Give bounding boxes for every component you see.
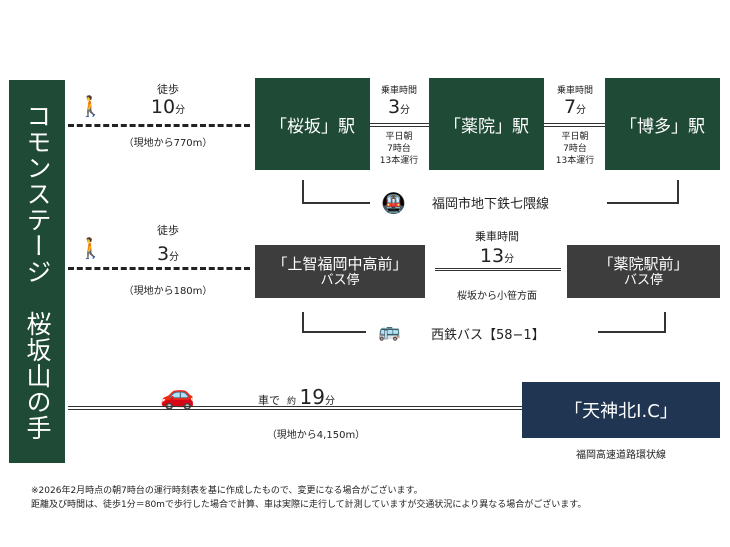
station-sakurazaka: 「桜坂」駅 xyxy=(255,78,370,170)
segment-label: 乗車時間 xyxy=(556,86,594,96)
train-icon: 🚇 xyxy=(381,191,406,215)
walk-path xyxy=(68,267,250,270)
car-icon: 🚗 xyxy=(160,378,195,411)
segment-time: 3分 xyxy=(387,96,411,118)
segment-label: 乗車時間 xyxy=(380,86,418,96)
station-hakata: 「博多」駅 xyxy=(605,78,720,170)
walk-time: 10分 xyxy=(150,96,186,118)
tenjinkita-ic: 「天神北I.C」 xyxy=(522,382,720,438)
walk-path xyxy=(68,124,250,127)
property-name: コモンステージ 桜坂山の手 xyxy=(9,80,65,463)
bus-stop-yakuin: 「薬院駅前」バス停 xyxy=(567,245,720,298)
subway-bracket xyxy=(302,202,370,204)
car-route-line xyxy=(68,406,522,410)
subway-line-name: 福岡市地下鉄七隈線 xyxy=(432,197,550,212)
walk-icon: 🚶 xyxy=(78,236,103,260)
expressway-name: 福岡高速道路環状線 xyxy=(576,450,666,461)
segment-line xyxy=(370,123,429,127)
walk-time: 3分 xyxy=(156,243,180,265)
walk-distance: （現地から770m） xyxy=(123,138,213,149)
car-distance: （現地から4,150m） xyxy=(266,430,366,441)
bus-stop-jochi: 「上智福岡中高前」バス停 xyxy=(255,245,425,298)
bus-line-name: 西鉄バス【58−1】 xyxy=(431,328,545,343)
ride-time: 13分 xyxy=(479,245,515,267)
footnotes: ※2026年2月時点の朝7時台の運行時刻表を基に作成したもので、変更になる場合が… xyxy=(31,486,587,510)
ride-direction: 桜坂から小笹方面 xyxy=(457,291,537,302)
segment-time: 7分 xyxy=(563,96,587,118)
segment-line xyxy=(544,123,605,127)
bus-bracket xyxy=(302,331,366,333)
walk-icon: 🚶 xyxy=(78,94,103,118)
bus-icon: 🚌 xyxy=(378,321,401,342)
car-time: 車で 約 19分 xyxy=(258,385,335,409)
ride-label: 乗車時間 xyxy=(475,230,519,243)
ride-line xyxy=(435,268,561,271)
station-yakuin: 「薬院」駅 xyxy=(429,78,544,170)
walk-label: 徒歩 xyxy=(157,224,179,237)
walk-distance: （現地から180m） xyxy=(123,286,213,297)
walk-label: 徒歩 xyxy=(157,83,179,96)
